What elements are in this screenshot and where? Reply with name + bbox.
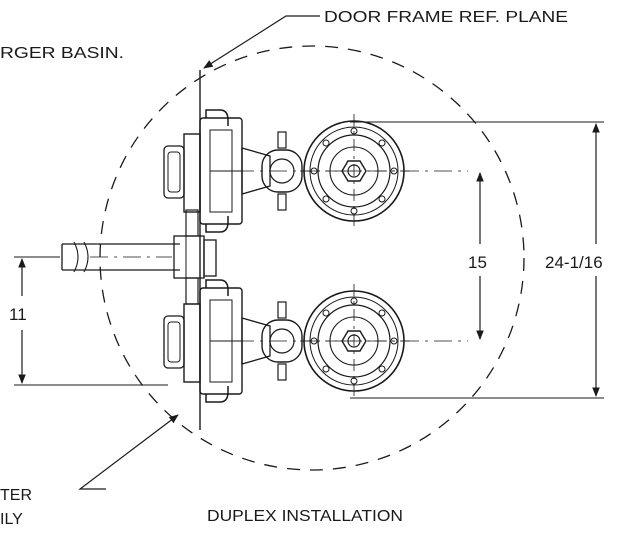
dimension-right-value: 24-1/16: [545, 253, 603, 272]
basin-outline-dashed: [99, 45, 525, 471]
bottom-left-leader: [78, 414, 179, 490]
door-frame-ref-label: DOOR FRAME REF. PLANE: [324, 9, 568, 26]
motor-upper: [300, 114, 410, 228]
basin-label: RGER BASIN.: [0, 45, 124, 62]
dimension-right: [350, 121, 604, 399]
dimension-middle-value: 15: [468, 253, 487, 272]
door-frame-leader: [203, 15, 320, 69]
dimension-left: [14, 256, 168, 386]
bottom-left-callout-line2: ILY: [0, 511, 23, 528]
motor-lower: [300, 284, 410, 398]
pump-upper: [163, 109, 468, 233]
pump-lower: [163, 279, 468, 403]
discharge-pipe: [61, 209, 217, 305]
dimension-left-value: 11: [9, 305, 27, 324]
drawing-title: DUPLEX INSTALLATION: [207, 508, 403, 525]
bottom-left-callout-line1: TER: [0, 487, 32, 504]
